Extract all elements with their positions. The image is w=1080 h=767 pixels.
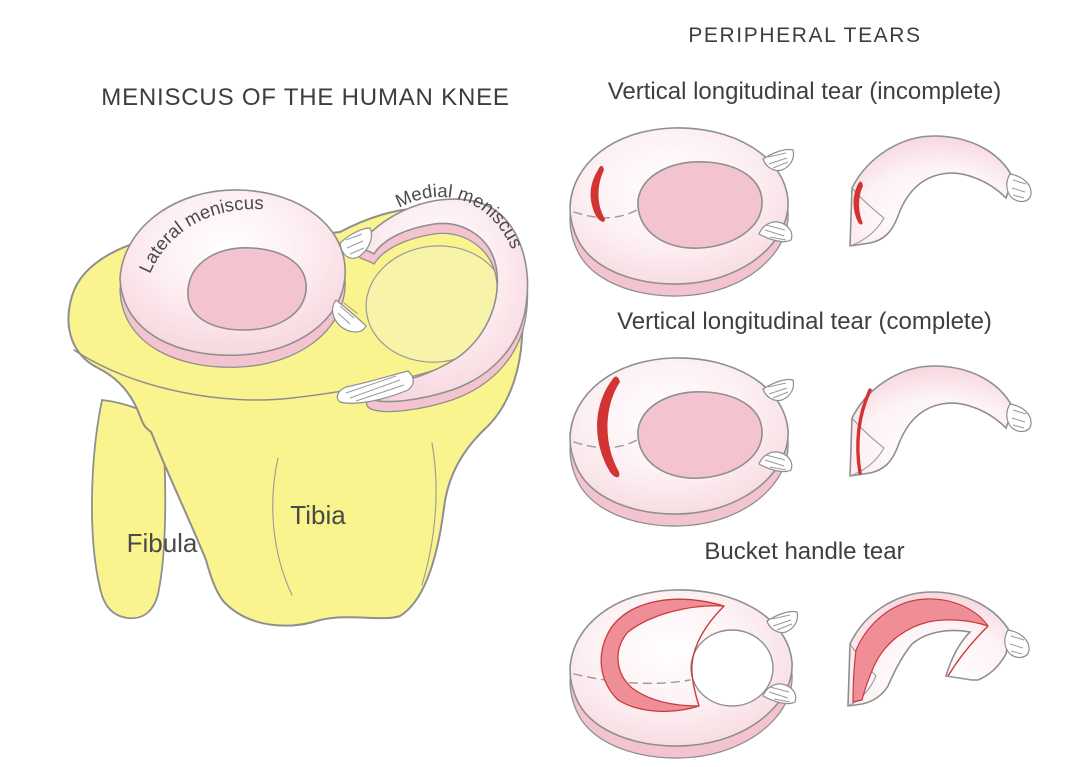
torn-edge-line <box>691 605 725 707</box>
bucket-handle-fragment <box>600 598 725 713</box>
red-tear-short <box>590 165 605 222</box>
incomplete-tear-top-view <box>569 127 795 297</box>
tibia-label: Tibia <box>290 500 346 530</box>
tear-row-label-complete: Vertical longitudinal tear (complete) <box>617 308 992 335</box>
midline-dashed <box>573 209 638 219</box>
bucket-handle-band <box>852 598 989 703</box>
remaining-inner-rim <box>690 629 774 707</box>
red-tear-full <box>856 388 872 475</box>
cut-face-lines <box>849 187 885 247</box>
horn-attachments <box>762 610 799 705</box>
cut-face-lines <box>849 417 885 477</box>
left-panel-title: MENISCUS OF THE HUMAN KNEE <box>101 84 510 111</box>
horn-attachment <box>1006 173 1032 203</box>
complete-tear-top-view <box>569 357 795 527</box>
knee-illustration: Lateral meniscus Medial meniscus Tibia F… <box>67 180 529 627</box>
meniscus-section <box>849 135 1014 247</box>
horn-attachment <box>1004 629 1030 659</box>
red-tear-short <box>853 181 863 225</box>
midline-dashed <box>573 673 691 685</box>
bucket-handle-top-view <box>569 589 799 759</box>
bucket-handle-section-view <box>847 591 1030 707</box>
right-panel-title: PERIPHERAL TEARS <box>688 24 922 47</box>
tear-row-label-bucket-handle: Bucket handle tear <box>704 538 905 565</box>
horn-attachment <box>1006 403 1032 433</box>
complete-tear-section-view <box>849 365 1032 477</box>
incomplete-tear-section-view <box>849 135 1032 247</box>
horn-attachments <box>758 378 795 473</box>
tear-row-label-incomplete: Vertical longitudinal tear (incomplete) <box>607 78 1002 105</box>
torn-edge-line <box>947 625 989 677</box>
lateral-meniscus-shape <box>119 189 346 357</box>
fibula-label: Fibula <box>127 528 198 558</box>
horn-attachments <box>758 148 795 243</box>
meniscus-horn-attachments <box>331 227 414 404</box>
meniscus-section <box>849 365 1014 477</box>
red-tear-long <box>597 376 620 478</box>
